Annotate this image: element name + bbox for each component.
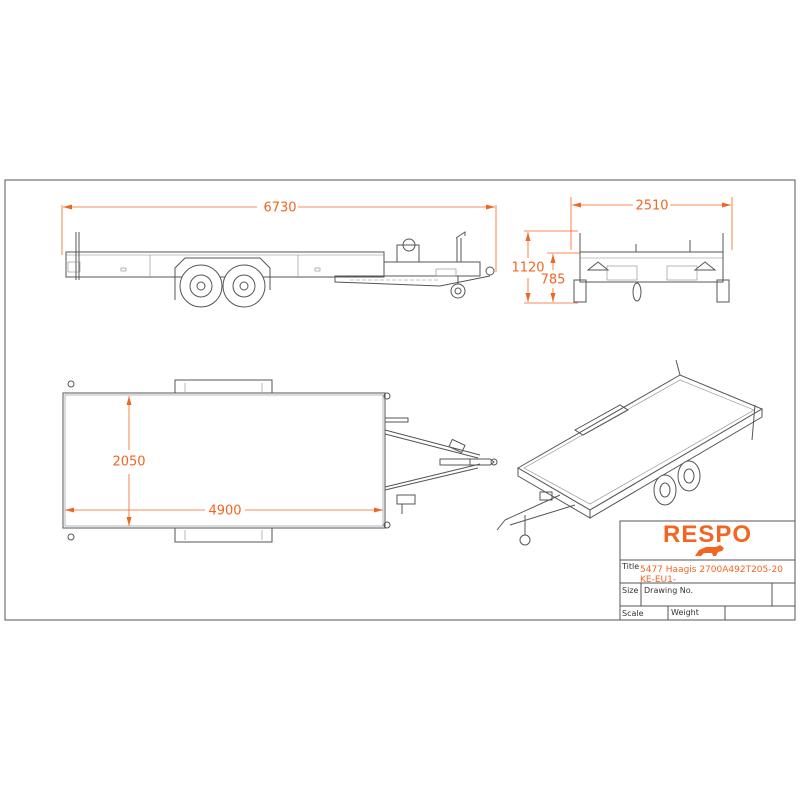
dim-width-2050: 2050 xyxy=(112,455,145,470)
bull-logo-icon xyxy=(695,545,724,556)
perspective-view xyxy=(496,359,764,546)
weight-label: Weight xyxy=(671,608,699,617)
dim-length-4900: 4900 xyxy=(208,504,241,519)
title-value: 5477 Haagis 2700A492T205-20 KE-EU1- xyxy=(640,565,783,585)
title-label: Title xyxy=(622,562,640,571)
wheel-icon xyxy=(179,264,223,308)
size-label: Size xyxy=(622,586,639,595)
wheel-icon xyxy=(222,264,266,308)
rear-view: 2510 1120 785 xyxy=(511,197,733,304)
side-view: 6730 xyxy=(61,201,497,308)
scale-label: Scale xyxy=(622,609,644,618)
dim-width-2510: 2510 xyxy=(635,199,668,214)
dim-height-1120: 1120 xyxy=(511,261,544,276)
drawing-no-label: Drawing No. xyxy=(644,586,694,595)
dim-length-6730: 6730 xyxy=(263,201,296,216)
title-block xyxy=(619,520,796,621)
drawing-frame xyxy=(4,179,796,621)
brand-logo: RESPO xyxy=(662,521,753,548)
top-view: 2050 4900 xyxy=(62,379,498,543)
dim-height-785: 785 xyxy=(541,273,566,288)
